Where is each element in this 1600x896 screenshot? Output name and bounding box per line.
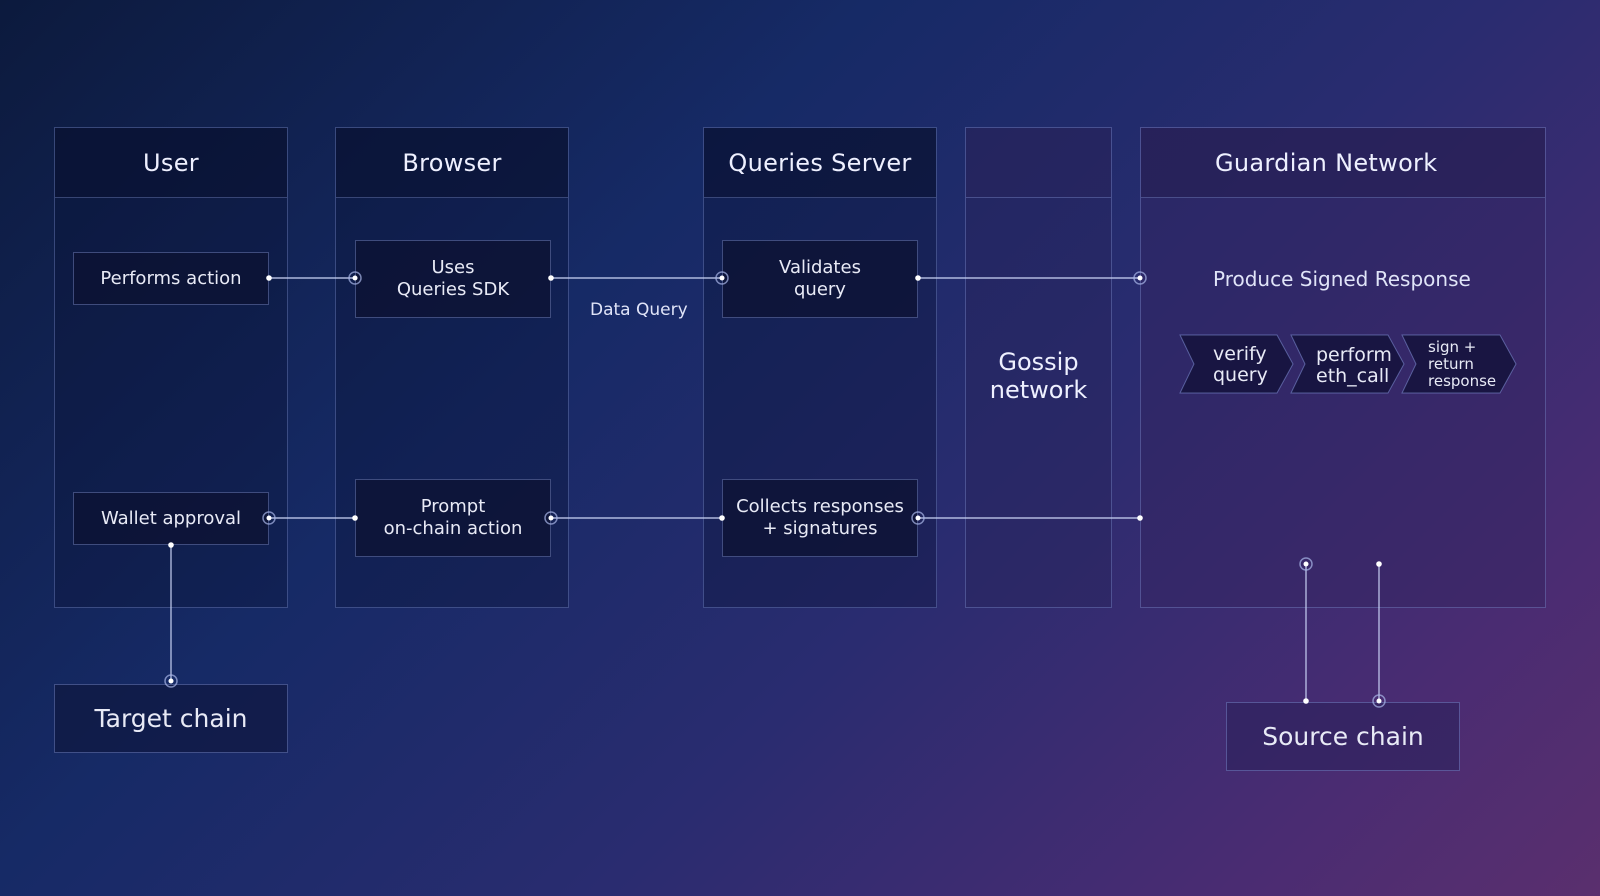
performs-action-box: Performs action	[73, 252, 269, 305]
data-query-label: Data Query	[590, 300, 688, 320]
browser-column-header: Browser	[336, 128, 568, 198]
guardian-network-column-header: Guardian Network	[1141, 128, 1545, 198]
validates-query-box: Validates query	[722, 240, 918, 318]
target-chain-box: Target chain	[54, 684, 288, 753]
gossip-network-column: Gossip network	[965, 127, 1112, 608]
queries-server-column-header: Queries Server	[704, 128, 936, 198]
wallet-approval-box: Wallet approval	[73, 492, 269, 545]
gossip-network-label: Gossip network	[989, 348, 1088, 404]
produce-signed-response-label: Produce Signed Response	[1213, 267, 1471, 291]
gossip-column-header	[966, 128, 1111, 198]
prompt-action-box: Prompt on-chain action	[355, 479, 551, 557]
guardian-network-column: Guardian Network	[1140, 127, 1546, 608]
collects-responses-box: Collects responses + signatures	[722, 479, 918, 557]
uses-sdk-box: Uses Queries SDK	[355, 240, 551, 318]
source-chain-box: Source chain	[1226, 702, 1460, 771]
user-column-header: User	[55, 128, 287, 198]
